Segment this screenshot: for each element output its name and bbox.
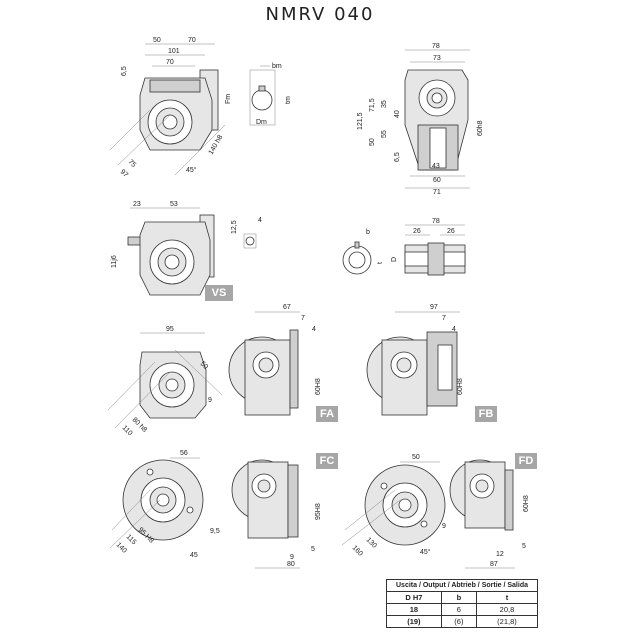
dim-4-fa: 4 [312,326,316,333]
dim-130: 130 [365,536,378,549]
badge-fc: FC [316,453,338,469]
fd-front-view: 50 130 160 45° 9 [341,454,446,558]
dim-4-vs: 4 [258,217,262,224]
table-row: (19) (6) (21,8) [386,615,539,628]
dim-fm: Fm [225,94,232,104]
table-row: 18 6 20,8 [386,603,539,616]
cell-b: 6 [440,603,477,616]
fa-front-view: 95 50 80 h8 110 9 [107,326,223,437]
dim-78: 78 [432,43,440,50]
dim-9-fd: 9 [442,523,446,530]
table-header: Uscita / Output / Abtrieb / Sortie / Sal… [386,579,538,592]
dim-67: 67 [283,304,291,311]
dim-tm: tm [285,96,292,104]
fc-front-view: 56 95 H8 115 140 9,5 45 [109,450,220,559]
dim-160: 160 [351,544,364,557]
cell-d: (19) [386,615,442,628]
fc-side-view: 95H8 9 5 80 [231,459,322,569]
dim-40: 40 [394,110,401,118]
dim-97-fb: 97 [430,304,438,311]
badge-vs: VS [205,285,233,301]
dim-35: 35 [381,100,388,108]
dim-75: 75 [127,158,138,169]
dim-71: 71 [433,189,441,196]
drawing-title: NMRV 040 [265,4,375,25]
col-t: t [475,591,539,604]
dim-55: 55 [381,130,388,138]
dim-43: 43 [432,163,440,170]
dim-70-top: 70 [188,37,196,44]
dim-11j6: 11j6 [111,255,118,268]
dim-9-fa: 9 [208,397,212,404]
dim-50-side: 50 [369,138,376,146]
dim-b: b [366,229,370,236]
dim-dm: Dm [256,119,267,126]
dim-bm: bm [272,63,282,70]
dim-6-5: 6,5 [121,66,128,76]
dim-4-fb: 4 [452,326,456,333]
dim-140-fc: 140 [115,541,128,554]
shaft-detail: bm tm Dm Fm [225,63,292,126]
dim-97: 97 [119,168,130,179]
dim-60h8-fa: 60H8 [315,378,322,395]
fd-side-view: 60H8 12 5 87 [449,459,530,569]
vs-view: 23 53 11j6 12,5 4 [111,201,262,296]
cell-t: 20,8 [475,603,539,616]
dim-101: 101 [168,48,180,55]
fb-side-view: 97 7 4 60H8 [366,304,464,416]
col-dh7: D H7 [386,591,442,604]
dim-121-5: 121,5 [357,112,364,130]
dim-9-fc: 9 [290,554,294,561]
dim-5-fc: 5 [311,546,315,553]
dim-50-fd: 50 [412,454,420,461]
dim-71-5: 71,5 [369,98,376,112]
main-front-view: 50 70 101 70 6,5 75 97 140 h8 45° [109,37,226,179]
dim-60h8-fb: 60H8 [457,378,464,395]
dim-45deg-fd: 45° [420,548,431,556]
dim-87: 87 [490,561,498,568]
dim-7-fb: 7 [442,315,446,322]
dim-60: 60 [433,177,441,184]
dim-12-fd: 12 [496,551,504,558]
col-b: b [440,591,477,604]
dim-60h8-fd: 60H8 [523,495,530,512]
dim-45-fc: 45 [190,552,198,559]
dim-7-fa: 7 [301,315,305,322]
dim-6-5-side: 6,5 [394,152,401,162]
dim-56: 56 [180,450,188,457]
dim-12-5: 12,5 [231,220,238,234]
badge-fa: FA [316,406,338,422]
dim-80-fc: 80 [287,561,295,568]
badge-fd: FD [515,453,537,469]
dim-5-fd: 5 [522,543,526,550]
dim-45deg: 45° [186,166,197,174]
dim-50: 50 [153,37,161,44]
cell-d: 18 [386,603,442,616]
dim-140h8: 140 h8 [208,134,225,156]
dim-73: 73 [433,55,441,62]
dim-95h8: 95H8 [315,503,322,520]
dim-50-fa: 50 [199,360,210,371]
dim-9-5: 9,5 [210,528,220,535]
dim-26b: 26 [447,228,455,235]
dim-53: 53 [170,201,178,208]
dim-D: D [391,257,398,262]
output-table: Uscita / Output / Abtrieb / Sortie / Sal… [386,579,539,628]
dim-23: 23 [133,201,141,208]
dim-95: 95 [166,326,174,333]
dim-t: t [377,262,384,264]
side-view: 78 73 121,5 71,5 50 35 40 55 6,5 43 60 7… [357,43,484,196]
dim-26a: 26 [413,228,421,235]
hollow-shaft-view: b t 78 26 26 D [342,218,466,276]
dim-78-hollow: 78 [432,218,440,225]
dim-110: 110 [121,424,134,437]
cell-t: (21,8) [475,615,539,628]
fa-side-view: 67 7 4 60H8 [228,304,322,416]
cell-b: (6) [440,615,477,628]
dim-60h8: 60h8 [477,120,484,136]
badge-fb: FB [475,406,497,422]
dim-70: 70 [166,59,174,66]
dim-115: 115 [125,533,138,546]
